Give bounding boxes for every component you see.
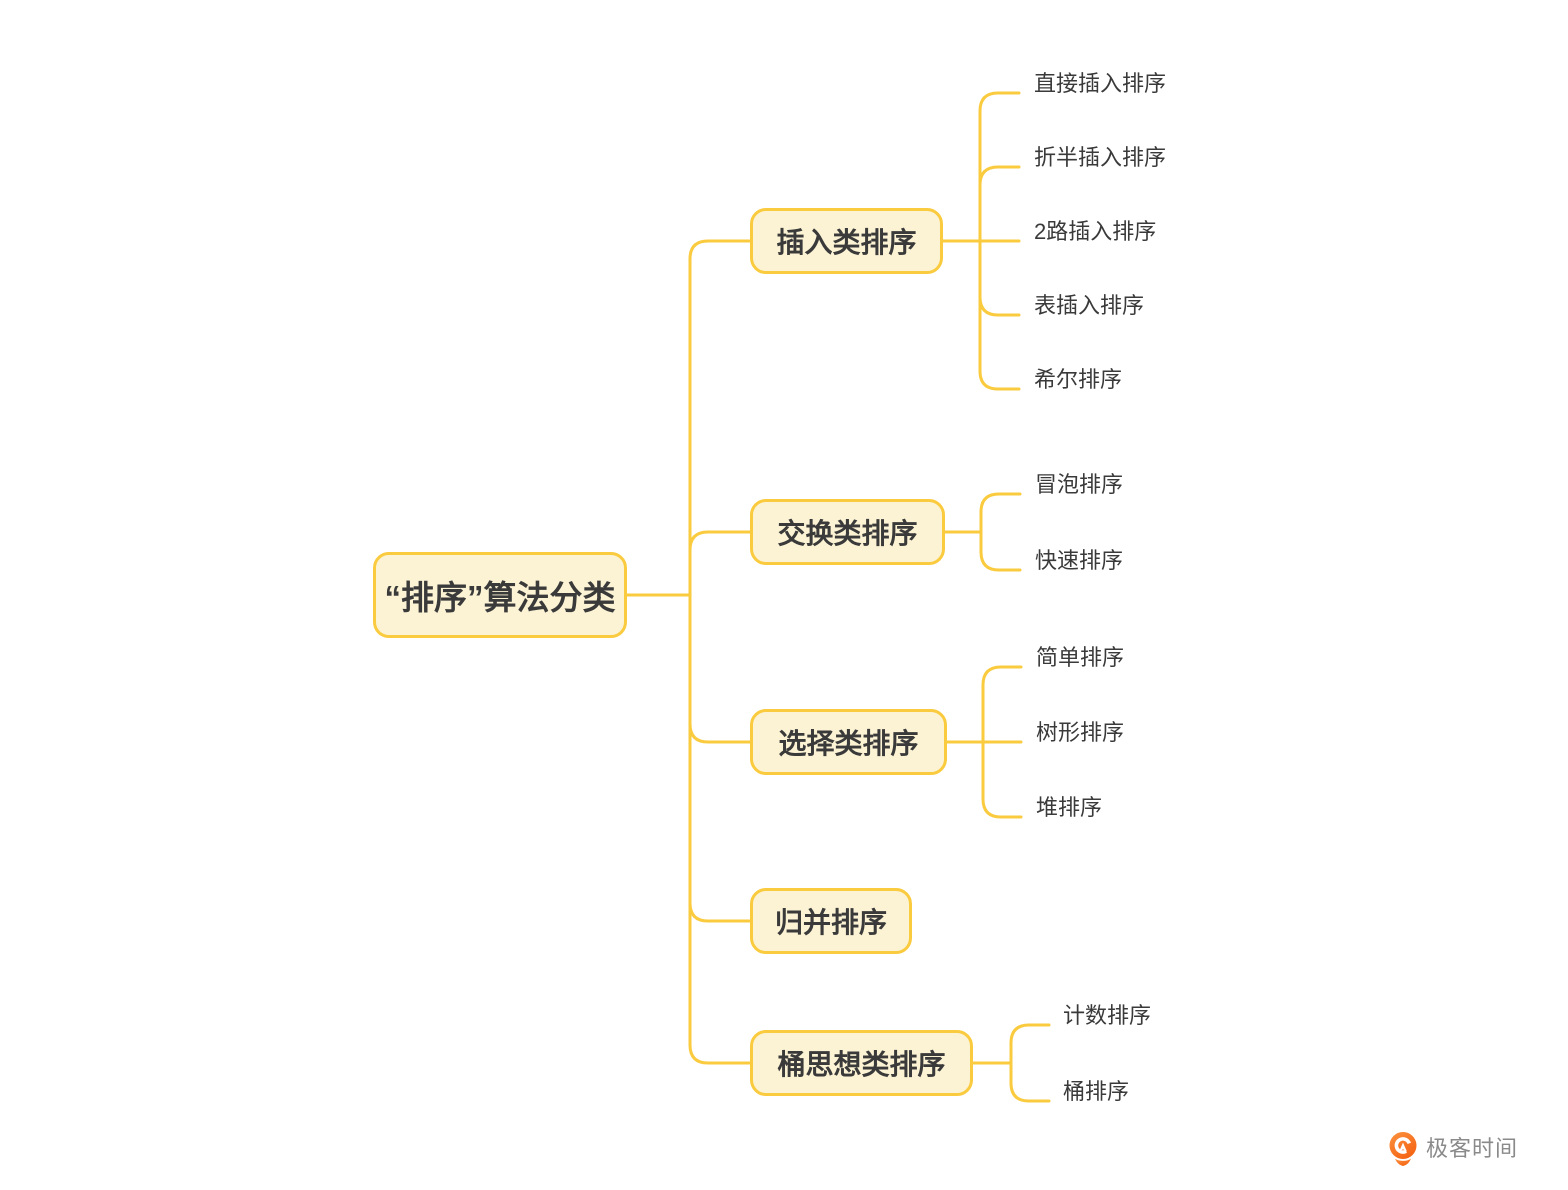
watermark: 极客时间 <box>1388 1132 1518 1166</box>
connector-line <box>978 239 1021 317</box>
leaf-label: 希尔排序 <box>1034 367 1123 392</box>
watermark-label: 极客时间 <box>1426 1136 1519 1161</box>
connector-line <box>981 665 1023 744</box>
connector-line <box>688 722 752 744</box>
leaf-label: 表插入排序 <box>1034 293 1145 318</box>
root-node: “排序”算法分类 <box>373 552 627 638</box>
connector-line <box>979 530 1022 572</box>
connector-line <box>688 901 752 923</box>
connector-line <box>688 239 752 1065</box>
leaf-label: 2路插入排序 <box>1034 219 1157 244</box>
connector-line <box>1009 1061 1051 1103</box>
leaf-label: 冒泡排序 <box>1035 472 1124 497</box>
branch-node-1: 插入类排序 <box>750 208 943 274</box>
connector-line <box>978 165 1021 243</box>
leaf-label: 树形排序 <box>1036 720 1125 745</box>
leaf-label: 计数排序 <box>1063 1003 1152 1028</box>
branch-node-5: 桶思想类排序 <box>750 1030 973 1096</box>
branch-node-2: 交换类排序 <box>750 499 945 565</box>
connector-line <box>979 492 1022 534</box>
leaf-label: 折半插入排序 <box>1034 145 1167 170</box>
geektime-logo-icon <box>1389 1132 1417 1166</box>
leaf-label: 堆排序 <box>1036 795 1103 820</box>
connector-line <box>981 740 1023 819</box>
connector-line <box>978 91 1021 243</box>
leaf-label: 简单排序 <box>1036 645 1125 670</box>
connector-line <box>688 530 752 552</box>
branch-node-3: 选择类排序 <box>750 709 947 775</box>
leaf-label: 直接插入排序 <box>1034 71 1167 96</box>
leaf-label: 桶排序 <box>1063 1079 1130 1104</box>
leaf-label: 快速排序 <box>1035 548 1124 573</box>
connector-line <box>978 239 1021 391</box>
branch-node-4: 归并排序 <box>750 888 912 954</box>
connector-line <box>1009 1023 1051 1065</box>
